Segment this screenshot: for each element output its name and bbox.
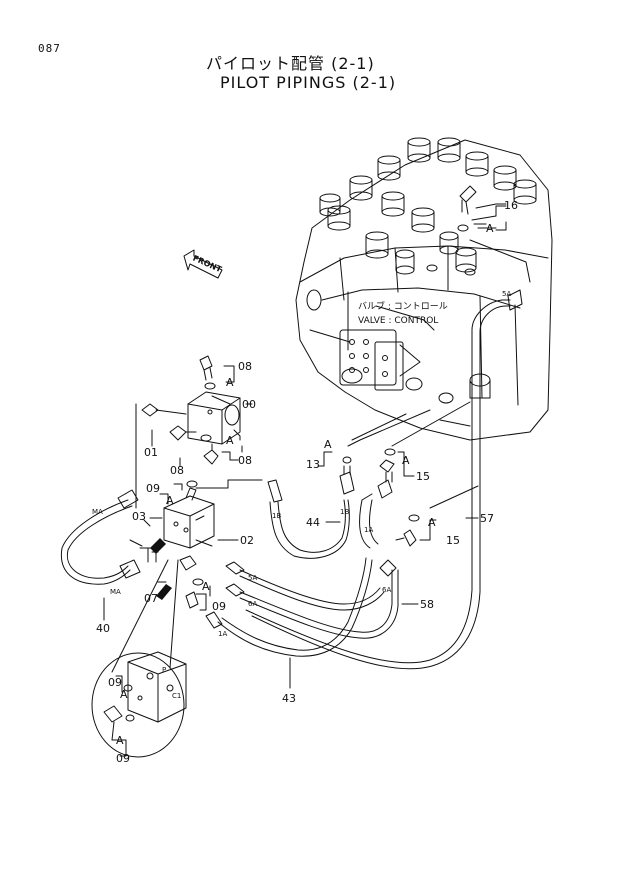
ref-port-c1: C1 (172, 692, 181, 700)
ref-a-16: A (486, 222, 494, 235)
detail-callout-drawing (91, 559, 187, 758)
ref-a-13: A (324, 438, 332, 451)
title-english: PILOT PIPINGS (2-1) (220, 73, 397, 92)
callout-16: 16 (504, 199, 518, 212)
ref-ma-top: MA (92, 508, 103, 516)
callout-07: 07 (144, 592, 158, 605)
ref-1b-hose44: 1B (272, 512, 281, 520)
ref-a-09: A (166, 494, 174, 507)
ref-5a-valve: 5A (502, 290, 511, 298)
callout-09: 09 (146, 482, 160, 495)
callout-08-low: 08 (238, 454, 252, 467)
front-label: FRONT (191, 254, 223, 275)
valve-control-label-en: VALVE : CONTROL (358, 316, 438, 326)
ref-a-detail-top: A (120, 688, 128, 701)
callout-02: 02 (240, 534, 254, 547)
ref-a-08-low: A (226, 434, 234, 447)
ref-1a-fitting: 1A (364, 526, 373, 534)
ref-a-15-upper: A (402, 454, 410, 467)
callout-15-lower: 15 (446, 534, 460, 547)
block-00-drawing (135, 355, 241, 509)
callout-08-mid: 08 (170, 464, 184, 477)
ref-a-07: A (202, 580, 210, 593)
ref-a-15-lower: A (428, 516, 436, 529)
arrow-mark-1 (150, 538, 166, 554)
valve-spool-caps (319, 137, 537, 275)
ref-1b-fitting: 1B (340, 508, 349, 516)
ref-6a-hose: 6A (248, 600, 257, 608)
leader-lines (103, 205, 507, 689)
callout-09-detail-bottom: 09 (116, 752, 130, 765)
front-arrow-drawing (183, 249, 223, 279)
callout-01: 01 (144, 446, 158, 459)
callout-13: 13 (306, 458, 320, 471)
valve-control-label-jp: バルブ : コントロール (358, 300, 448, 312)
ref-ma-bottom: MA (110, 588, 121, 596)
page-number: 087 (38, 42, 61, 55)
fittings-15-drawing (379, 448, 420, 547)
callout-58: 58 (420, 598, 434, 611)
arrow-mark-2 (156, 584, 172, 600)
callout-15-upper: 15 (416, 470, 430, 483)
callout-43: 43 (282, 692, 296, 705)
callout-40: 40 (96, 622, 110, 635)
ref-6a-fitting: 6A (382, 586, 391, 594)
callout-09-detail-top: 09 (108, 676, 122, 689)
ref-1a-hose43: 1A (218, 630, 227, 638)
fitting-16-drawing (457, 185, 531, 283)
callout-44: 44 (306, 516, 320, 529)
ref-a-08-top: A (226, 376, 234, 389)
callout-08-top: 08 (238, 360, 252, 373)
callout-09-low: 09 (212, 600, 226, 613)
hose-44-drawing (267, 456, 355, 559)
title-japanese: パイロット配管 (2-1) (206, 54, 375, 73)
callout-57: 57 (480, 512, 494, 525)
callout-00: 00 (242, 398, 256, 411)
callout-03: 03 (132, 510, 146, 523)
ref-a-detail-bottom: A (116, 734, 124, 747)
hose-group-drawing (205, 289, 523, 670)
ref-5a-hose: 5A (248, 574, 257, 582)
hose-40-drawing (60, 489, 141, 585)
ref-port-p: P (162, 666, 166, 674)
